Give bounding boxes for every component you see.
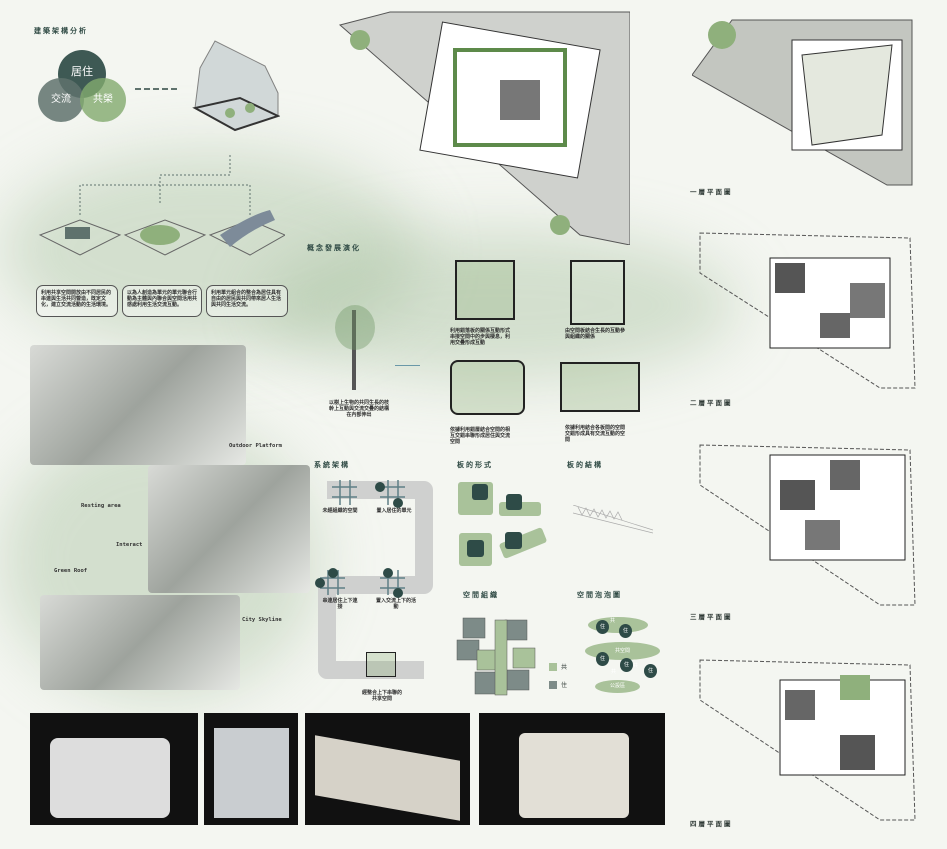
concept-model-1 bbox=[455, 260, 515, 320]
render-label: City Skyline bbox=[242, 617, 282, 623]
green-wash bbox=[260, 230, 740, 380]
board-unit bbox=[505, 532, 522, 549]
space-org-model bbox=[456, 617, 536, 696]
board-unit bbox=[472, 484, 488, 500]
system-step: 經整合上下串聯的共享空間 bbox=[362, 690, 403, 702]
render-label: Interact bbox=[116, 542, 143, 548]
description-box: 以為人創造為單元的單元聯合行動為主體與內聯合與空間活用共感處利用生活交流互動。 bbox=[122, 285, 202, 317]
render-interact bbox=[148, 465, 310, 593]
concept-model-4 bbox=[560, 362, 640, 412]
section-title: 系統架構 bbox=[314, 461, 350, 469]
section-title: 空間組織 bbox=[463, 591, 499, 599]
board-unit bbox=[506, 494, 522, 510]
system-model bbox=[366, 652, 396, 677]
bubble-living: 住 bbox=[644, 664, 657, 678]
dashed-arrow bbox=[135, 88, 177, 90]
grid-diagrams bbox=[38, 210, 285, 256]
site-plan bbox=[338, 11, 630, 245]
concept-model-3 bbox=[450, 360, 525, 415]
concept-caption: 利用錯落板的關係互動形式串接空間中的步與棲息，利用交疊形成互動 bbox=[450, 328, 511, 346]
legend-swatch-shared bbox=[549, 663, 557, 671]
section-title: 概念發展演化 bbox=[307, 244, 361, 252]
bubble-living: 住 bbox=[596, 620, 609, 634]
system-step: 串連居住上下連接 bbox=[322, 598, 358, 610]
system-step: 置入居住的單元 bbox=[376, 508, 412, 514]
plan-label: 一層平面圖 bbox=[690, 188, 733, 196]
arrow-right bbox=[395, 365, 420, 366]
bubble-diagram: 共空間 公設區 住 住 住 住 住 共 共 共 bbox=[583, 612, 663, 702]
bubble-living: 住 bbox=[596, 652, 609, 666]
venn-diagram: 居住 交流 共榮 bbox=[38, 50, 128, 122]
tree-caption: 以樹上生物的共同生長的枝幹上互動與交流交疊的結構在內部伸出 bbox=[328, 400, 389, 418]
plan-label: 三層平面圖 bbox=[690, 613, 733, 621]
truss-diagram bbox=[573, 505, 653, 534]
bubble-living: 住 bbox=[620, 658, 633, 672]
tree-canopy bbox=[335, 305, 375, 350]
concept-caption: 由空間板結合生長的互動參與組織的關係 bbox=[565, 328, 626, 340]
plan-label: 二層平面圖 bbox=[690, 399, 733, 407]
system-path bbox=[315, 480, 433, 679]
bubble-living: 住 bbox=[619, 624, 632, 638]
legend-label: 共 bbox=[561, 664, 568, 671]
model-photo bbox=[204, 713, 298, 825]
section-title: 板的形式 bbox=[457, 461, 493, 469]
legend-label: 住 bbox=[561, 682, 568, 689]
concept-caption: 依據利用錯層結合空間的相互交錯串聯形成居住與交流空間 bbox=[450, 427, 511, 445]
second-floor-plan bbox=[699, 232, 916, 389]
legend-swatch-living bbox=[549, 681, 557, 689]
render-outdoor-platform bbox=[30, 345, 246, 465]
description-box: 利用單元組合的整合為居住具有自由的居民與共同帶來居人生活與共同生活交流。 bbox=[206, 285, 288, 317]
board-unit bbox=[467, 540, 484, 557]
concept-model-2 bbox=[570, 260, 625, 325]
section-title: 建築架構分析 bbox=[34, 27, 88, 35]
concept-caption: 依據利用結合各板間的空間交錯形成具有交流互動的空間 bbox=[565, 425, 626, 443]
render-label: Outdoor Platform bbox=[229, 443, 282, 449]
section-title: 空間泡泡圖 bbox=[577, 591, 622, 599]
third-floor-plan bbox=[699, 444, 916, 606]
render-green-roof bbox=[40, 595, 240, 690]
model-photo bbox=[305, 713, 470, 825]
ground-floor-plan bbox=[692, 19, 913, 186]
house-axonometric bbox=[192, 40, 280, 132]
system-step: 置入交流上下的活動 bbox=[376, 598, 417, 610]
render-label: Resting area bbox=[81, 503, 121, 509]
section-title: 板的結構 bbox=[567, 461, 603, 469]
model-photo bbox=[30, 713, 198, 825]
tree-icon bbox=[352, 310, 356, 390]
render-label: Green Roof bbox=[54, 568, 88, 574]
fourth-floor-plan bbox=[699, 659, 916, 821]
venn-circle-exchange: 交流 bbox=[38, 78, 84, 122]
description-box: 利用共享空間開放由不同居民的串連與生活共同營造，既定文化，建立交流活動的生活環境… bbox=[36, 285, 118, 317]
model-photo bbox=[479, 713, 665, 825]
venn-circle-prosper: 共榮 bbox=[80, 78, 126, 122]
system-step: 未經組織的空間 bbox=[322, 508, 358, 514]
plan-label: 四層平面圖 bbox=[690, 820, 733, 828]
connector-lines bbox=[79, 155, 251, 215]
